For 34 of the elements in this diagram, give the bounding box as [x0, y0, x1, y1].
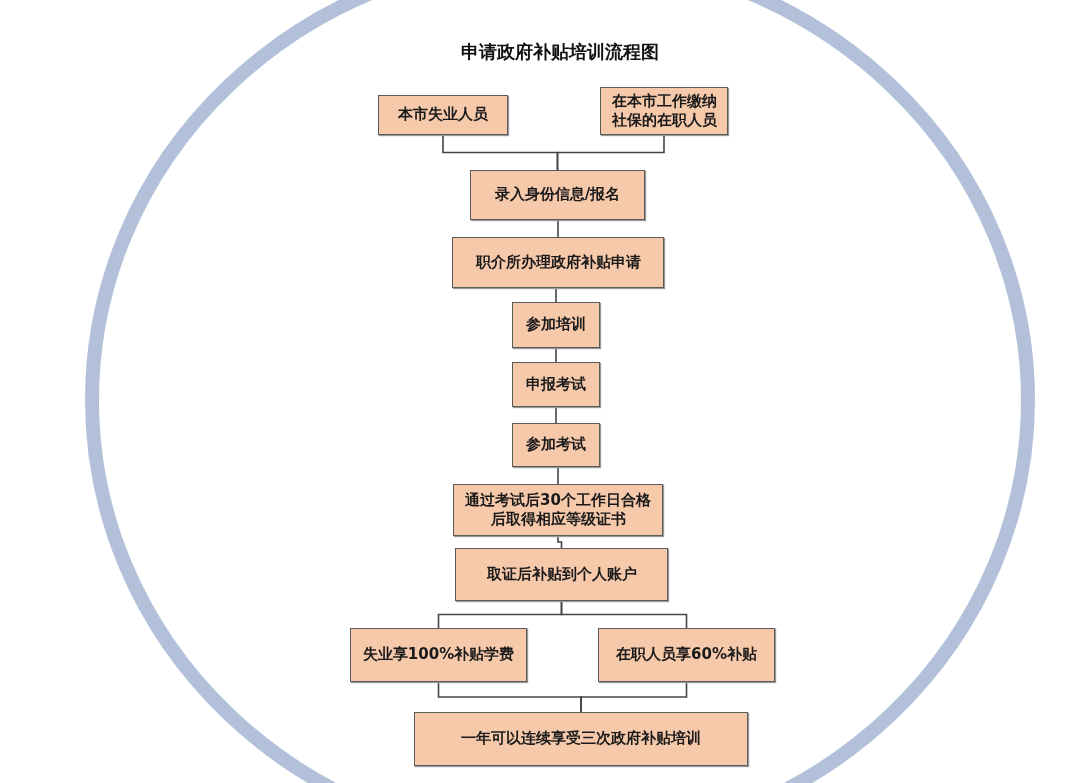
connector-line — [557, 466, 559, 485]
step-text: 取证后补贴到个人账户 — [485, 564, 638, 585]
process-box — [350, 628, 527, 682]
step-text: 失业享100%补贴学费 — [361, 645, 516, 665]
process-box — [512, 362, 600, 407]
step-text: 参加考试 — [525, 435, 587, 455]
connector-line — [555, 287, 557, 303]
step-text: 通过考试后30个工作日合格后取得相应等级证书 — [464, 490, 652, 530]
process-box — [453, 484, 663, 536]
connector-line — [556, 134, 665, 171]
step-text: 在职人员享60%补贴 — [615, 645, 758, 665]
connector-line — [560, 600, 688, 629]
step-text: 在本市工作缴纳社保的在职人员 — [610, 91, 718, 131]
process-box — [378, 95, 508, 135]
title: 申请政府补贴培训流程图 — [460, 40, 660, 64]
process-box — [452, 237, 664, 288]
process-box — [600, 87, 728, 135]
process-box — [598, 628, 775, 682]
connector-line — [555, 406, 557, 424]
step-text: 录入身份信息/报名 — [493, 185, 622, 205]
process-box — [512, 423, 600, 467]
process-box — [512, 302, 600, 348]
process-box — [414, 712, 748, 766]
connector-line — [580, 681, 688, 713]
step-text: 参加培训 — [525, 315, 587, 335]
step-text: 职介所办理政府补贴申请 — [474, 252, 642, 273]
connector-line — [557, 535, 563, 549]
process-box — [455, 548, 668, 601]
connector-line — [555, 347, 557, 363]
step-text: 申报考试 — [525, 374, 587, 395]
process-box — [470, 170, 645, 220]
connector-line — [557, 219, 559, 238]
step-text: 一年可以连续享受三次政府补贴培训 — [460, 729, 702, 749]
step-text: 本市失业人员 — [397, 105, 489, 125]
